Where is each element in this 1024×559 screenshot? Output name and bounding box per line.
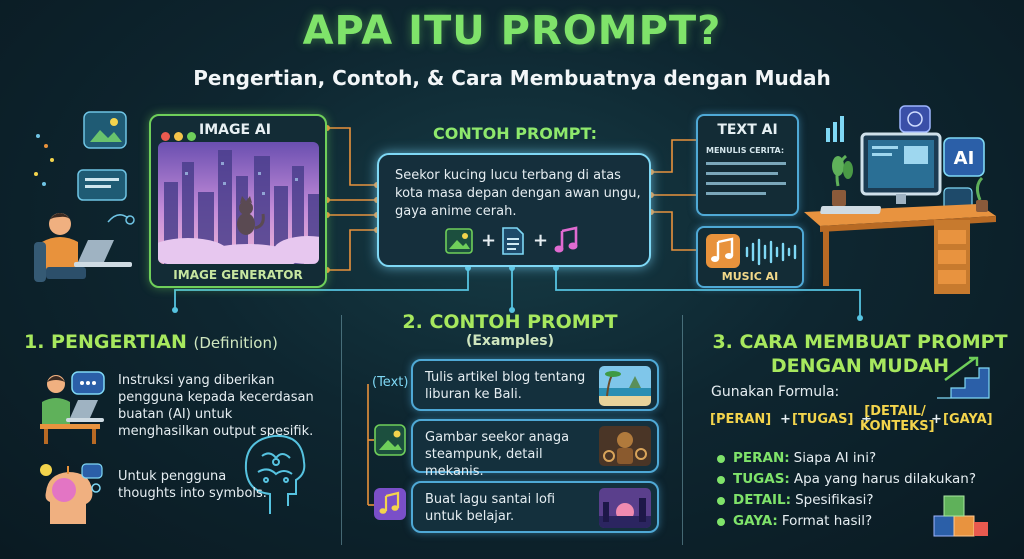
beach-thumbnail <box>599 366 651 406</box>
text-type-label: (Text) <box>372 375 409 390</box>
list-item: PERAN:Siapa AI ini? <box>717 448 1017 469</box>
section-3-title: 3. CARA MEMBUAT PROMPT DENGAN MUDAH <box>695 330 1024 378</box>
music-ai-title: MUSIC AI <box>721 270 779 283</box>
section-1-title: 1. PENGERTIAN (Definition) <box>24 331 278 353</box>
lofi-thumbnail <box>599 488 651 528</box>
blocks-icon <box>933 495 988 537</box>
prompt-text: Seekor kucing lucu terbang di atas kota … <box>395 168 641 219</box>
image-generator-caption: IMAGE GENERATOR <box>173 268 303 282</box>
example-text: Tulis artikel blog tentang liburan ke Ba… <box>425 370 586 402</box>
plus-sign: + <box>533 230 549 251</box>
image-ai-card: IMAGE AI <box>149 114 327 288</box>
example-card-text: Tulis artikel blog tentang liburan ke Ba… <box>411 359 659 411</box>
image-icon <box>445 228 473 254</box>
music-ai-card: MUSIC AI <box>696 226 804 288</box>
window-dots <box>161 126 200 145</box>
example-text: Gambar seekor anaga steampunk, detail me… <box>425 430 570 479</box>
formula-plus: + <box>780 412 791 427</box>
definition-text: Instruksi yang diberikan pengguna kepada… <box>118 373 314 439</box>
image-icon <box>374 424 406 456</box>
desk-computer-icon: AI <box>804 105 996 294</box>
formula-tugas: [TUGAS] <box>792 412 854 427</box>
formula-gaya: [GAYA] <box>943 412 993 427</box>
plus-sign: + <box>481 230 497 251</box>
prompt-formula: [PERAN] + [TUGAS] + [DETAIL/ KONTEKS] + … <box>708 404 998 444</box>
list-item: TUGAS:Apa yang harus dilakukan? <box>717 469 1017 490</box>
list-item: DETAIL:Spesifikasi? <box>717 490 1017 511</box>
text-ai-subtitle: MENULIS CERITA: <box>706 146 785 155</box>
steampunk-thumbnail <box>599 426 651 466</box>
formula-label: Gunakan Formula: <box>711 384 840 400</box>
person-laptop-icon <box>34 111 135 282</box>
section-3-heading: 3. CARA MEMBUAT PROMPT <box>712 331 1008 353</box>
formula-peran: [PERAN] <box>710 412 772 427</box>
formula-plus: + <box>861 412 872 427</box>
head-ideas-icon <box>40 463 103 524</box>
contoh-prompt-label: CONTOH PROMPT: <box>433 124 597 143</box>
image-ai-scene <box>158 142 319 264</box>
example-card-image: Gambar seekor anaga steampunk, detail me… <box>411 419 659 479</box>
document-icon <box>502 227 524 255</box>
brain-icon <box>244 434 306 514</box>
formula-detail: [DETAIL/ KONTEKS] <box>860 404 935 434</box>
page-subtitle: Pengertian, Contoh, & Cara Membuatnya de… <box>193 66 831 90</box>
text-ai-title: TEXT AI <box>717 122 778 138</box>
example-card-music: Buat lagu santai lofi untuk belajar. <box>411 481 659 533</box>
prompt-box: Seekor kucing lucu terbang di atas kota … <box>377 153 651 267</box>
music-note-icon <box>554 226 578 253</box>
sound-wave-icon <box>745 238 797 266</box>
section-1-heading: 1. PENGERTIAN <box>24 331 187 353</box>
formula-plus: + <box>931 412 942 427</box>
example-text: Buat lagu santai lofi untuk belajar. <box>425 492 556 524</box>
text-ai-card: TEXT AI MENULIS CERITA: <box>696 114 799 216</box>
stairs-icon <box>937 356 990 399</box>
column-divider <box>341 315 342 545</box>
person-laptop-icon <box>40 371 105 444</box>
text-lines <box>706 162 786 195</box>
music-note-icon <box>374 488 406 520</box>
section-2-subtitle: (Examples) <box>465 333 555 349</box>
section-2-title: 2. CONTOH PROMPT <box>402 311 618 333</box>
image-ai-title: IMAGE AI <box>199 122 271 138</box>
prompt-icons: + + <box>445 226 595 255</box>
music-note-icon <box>706 234 740 268</box>
column-divider <box>682 315 683 545</box>
section-1-subtitle: (Definition) <box>193 334 278 352</box>
page-title: APA ITU PROMPT? <box>302 8 722 54</box>
formula-tips-list: PERAN:Siapa AI ini? TUGAS:Apa yang harus… <box>717 448 1017 532</box>
ai-badge-text: AI <box>954 148 975 169</box>
list-item: GAYA:Format hasil? <box>717 511 1017 532</box>
definition-extra-text: Untuk pengguna thoughts into symbols. <box>118 469 267 501</box>
section-3-heading-line2: DENGAN MUDAH <box>770 355 950 377</box>
